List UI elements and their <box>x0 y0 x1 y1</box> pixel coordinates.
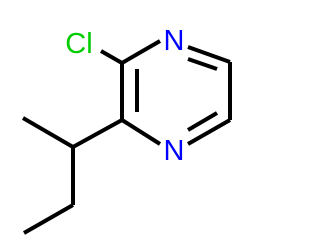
bond-c2-n1 <box>120 39 162 65</box>
bond-c5-n4 <box>187 118 231 146</box>
nitrogen-bottom-atom-label: N <box>164 135 185 167</box>
molecule-structure: Cl N N <box>21 25 232 235</box>
molecule-canvas: Cl N N <box>21 25 232 235</box>
bond-c2-cl <box>100 49 123 65</box>
bond-c3-ch <box>72 118 123 149</box>
bond-n1-c6-inner <box>187 57 218 71</box>
bond-n4-c3 <box>120 118 162 146</box>
chlorine-atom-label: Cl <box>65 28 92 60</box>
bond-ch2-ch3 <box>23 203 74 235</box>
nitrogen-top-atom-label: N <box>164 25 185 57</box>
bond-n1-c6 <box>187 45 231 64</box>
bond-ch-ch3 <box>21 116 75 149</box>
bond-c5-n4-inner <box>186 111 219 132</box>
